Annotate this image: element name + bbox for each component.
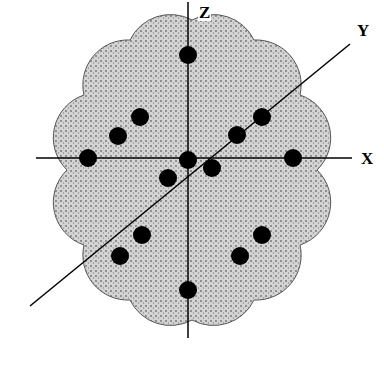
axes — [30, 2, 352, 338]
atom — [179, 46, 197, 64]
axis-label: Y — [356, 22, 370, 39]
atom — [133, 226, 151, 244]
axis-label: Z — [198, 4, 211, 21]
atom — [179, 281, 197, 299]
atom — [79, 149, 97, 167]
atom — [231, 247, 249, 265]
atom — [253, 108, 271, 126]
atom — [228, 126, 246, 144]
electron-cloud — [53, 15, 330, 326]
atom — [284, 149, 302, 167]
atoms — [79, 46, 302, 299]
atom — [179, 151, 197, 169]
atom — [203, 159, 221, 177]
atom — [109, 127, 127, 145]
atom — [131, 108, 149, 126]
axis-label: X — [360, 150, 374, 167]
atom — [159, 169, 177, 187]
y-axis — [30, 44, 350, 306]
atom — [111, 247, 129, 265]
atom — [253, 226, 271, 244]
